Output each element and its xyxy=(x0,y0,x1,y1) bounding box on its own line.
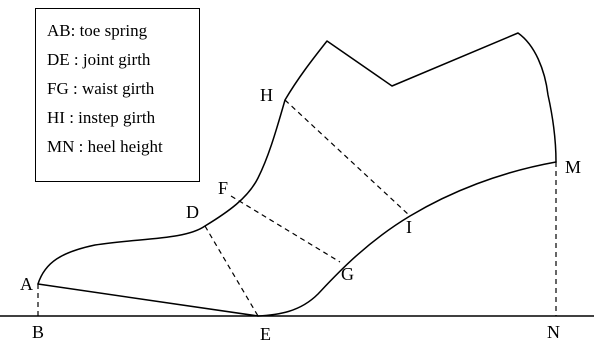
point-label-a: A xyxy=(20,274,33,294)
waist-sole-outline xyxy=(257,161,557,317)
shoe-upper-outline xyxy=(37,32,557,285)
point-label-e: E xyxy=(260,324,271,344)
toe-sole-outline xyxy=(37,283,259,317)
joint-girth-line-DE xyxy=(204,225,259,317)
point-label-f: F xyxy=(218,178,228,198)
instep-girth-line-HI xyxy=(284,99,411,217)
point-label-h: H xyxy=(260,85,273,105)
point-label-i: I xyxy=(406,217,412,237)
legend-item-waist-girth: FG : waist girth xyxy=(47,79,155,98)
point-label-n: N xyxy=(547,322,560,342)
legend-item-heel-height: MN : heel height xyxy=(47,137,163,156)
waist-girth-line-FG xyxy=(230,195,341,263)
legend-box: AB: toe spring DE : joint girth FG : wai… xyxy=(35,8,200,182)
legend-item-instep-girth: HI : instep girth xyxy=(47,108,156,127)
point-label-g: G xyxy=(341,264,354,284)
point-label-b: B xyxy=(32,322,44,342)
point-label-d: D xyxy=(186,202,199,222)
point-label-m: M xyxy=(565,157,581,177)
legend-item-toe-spring: AB: toe spring xyxy=(47,21,148,40)
legend-item-joint-girth: DE : joint girth xyxy=(47,50,151,69)
